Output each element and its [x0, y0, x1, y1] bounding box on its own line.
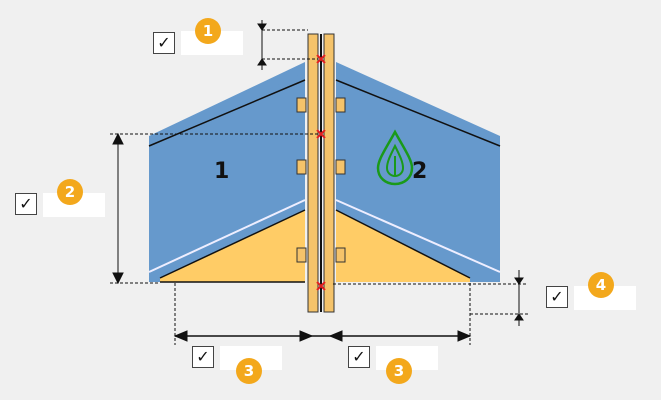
x-marker-icon	[316, 281, 326, 291]
right-panel-bottom-white	[335, 199, 501, 273]
right-panel	[336, 67, 500, 282]
param-1-checkbox[interactable]: ✓	[153, 32, 175, 54]
dimension-3	[173, 283, 472, 345]
x-marker-icon	[316, 129, 326, 139]
param-3a-badge: 3	[236, 358, 262, 384]
left-panel-top-edge	[149, 62, 305, 146]
dimension-4	[333, 270, 528, 326]
check-icon: ✓	[19, 194, 33, 213]
left-insulation-edge	[159, 209, 306, 279]
x-marker-icon	[316, 54, 326, 64]
param-4-checkbox[interactable]: ✓	[546, 286, 568, 308]
left-post	[307, 33, 319, 313]
check-icon: ✓	[352, 347, 366, 366]
check-icon: ✓	[157, 33, 171, 52]
param-2-badge: 2	[57, 179, 83, 205]
dimension-2	[110, 132, 318, 285]
right-panel-label: 2	[412, 159, 427, 184]
param-3a-checkbox[interactable]: ✓	[192, 346, 214, 368]
right-insulation-edge	[335, 209, 471, 279]
left-brackets	[296, 97, 307, 263]
left-panel-line	[148, 79, 306, 147]
left-panel-label: 1	[214, 159, 229, 184]
param-2-checkbox[interactable]: ✓	[15, 193, 37, 215]
left-insulation	[160, 210, 305, 282]
check-icon: ✓	[550, 287, 564, 306]
param-3b-checkbox[interactable]: ✓	[348, 346, 370, 368]
right-brackets	[335, 97, 346, 263]
right-panel-line	[335, 79, 501, 147]
right-panel-top-edge	[336, 62, 500, 146]
param-4-badge: 4	[588, 272, 614, 298]
left-panel-bottom-white	[148, 199, 306, 273]
param-3b-badge: 3	[386, 358, 412, 384]
water-drop-icon	[376, 129, 414, 186]
check-icon: ✓	[196, 347, 210, 366]
right-insulation	[336, 210, 470, 282]
right-post	[323, 33, 335, 313]
dimension-1	[257, 20, 318, 70]
param-1-badge: 1	[195, 18, 221, 44]
